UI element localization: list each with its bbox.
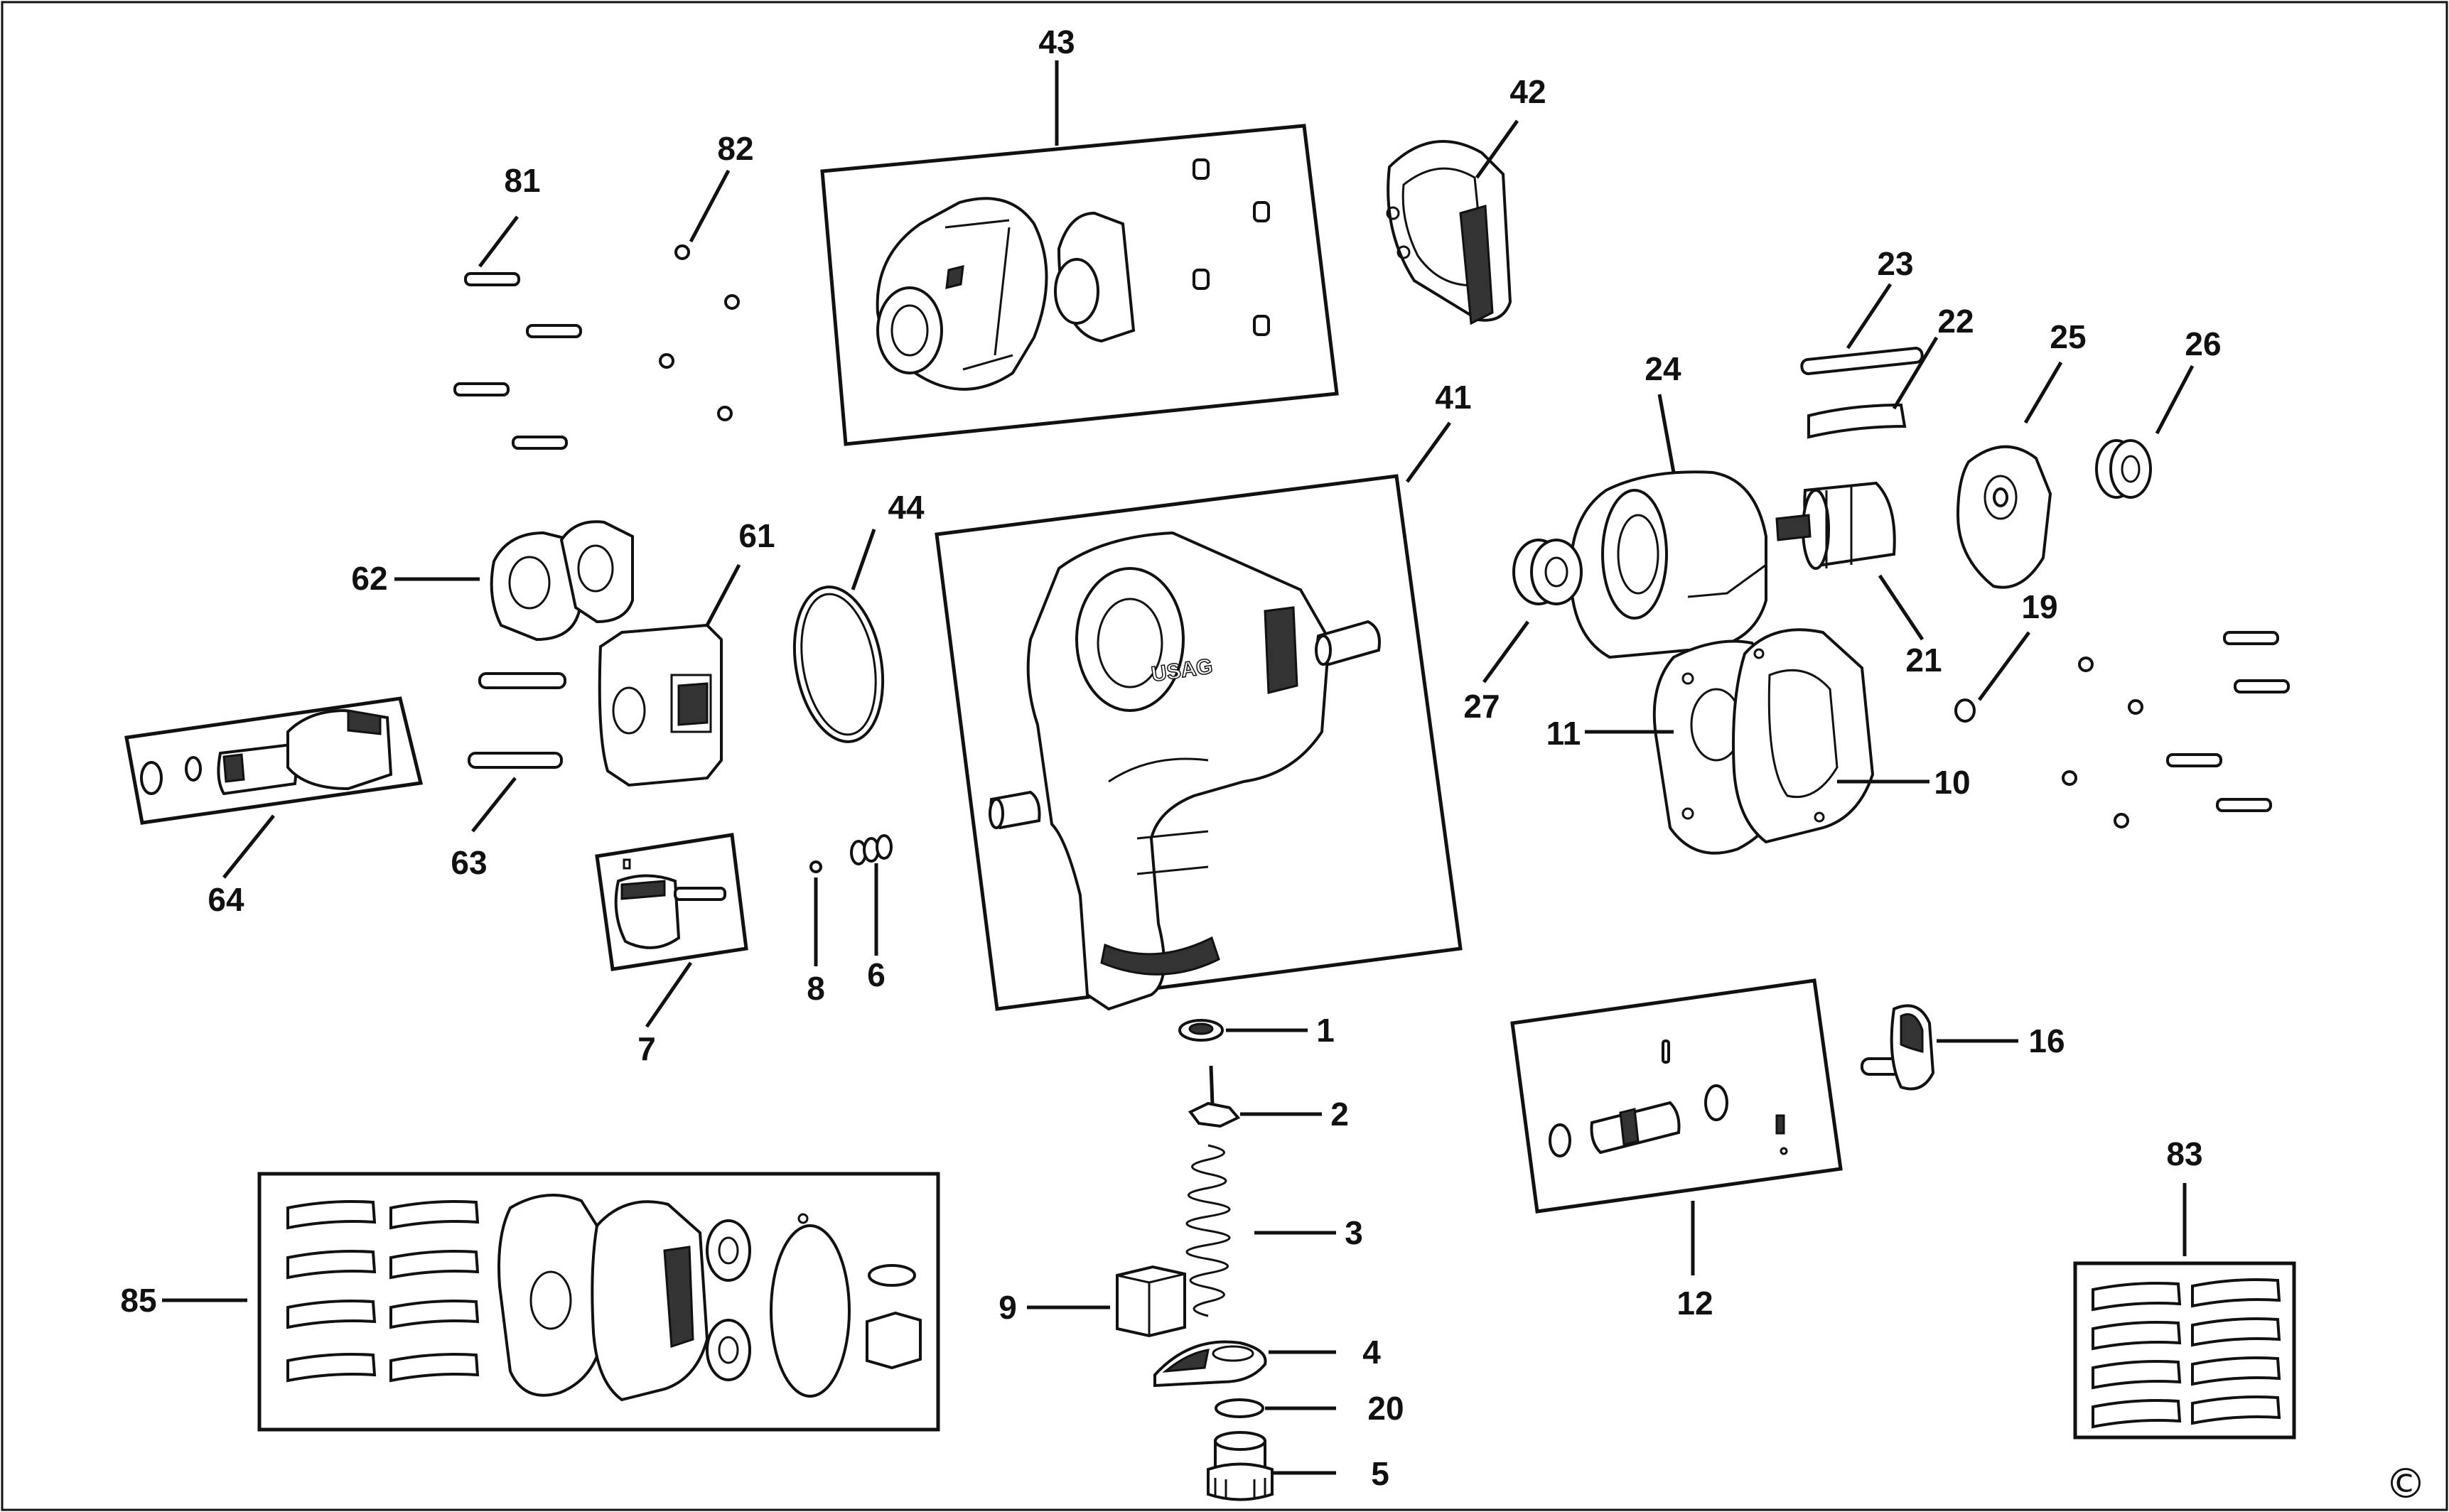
- callout-6: 6: [867, 956, 886, 993]
- callout-16: 16: [2028, 1022, 2065, 1059]
- part-44-o-ring: [792, 585, 885, 743]
- callout-7: 7: [637, 1030, 656, 1067]
- part-62-clutch: [490, 520, 634, 642]
- part-4-deflector: [1153, 1340, 1267, 1388]
- callout-4: 4: [1362, 1334, 1381, 1371]
- part-21-rotor: [1775, 481, 1896, 570]
- part-1-cap: [1178, 1019, 1224, 1042]
- kit-box-7: [595, 833, 748, 971]
- rear-screws: [2166, 631, 2290, 812]
- rear-washers: [2062, 657, 2143, 828]
- callout-85: 85: [120, 1282, 156, 1319]
- callout-2: 2: [1330, 1096, 1349, 1133]
- callout-83: 83: [2166, 1135, 2202, 1172]
- callout-42: 42: [1509, 73, 1546, 110]
- part-10-rear-plate: [1732, 628, 1875, 844]
- part-24-cylinder: [1568, 470, 1767, 659]
- part-16-knob: [1861, 1004, 1935, 1091]
- callout-25: 25: [2050, 318, 2086, 355]
- screws-81: [453, 272, 582, 450]
- callout-63: 63: [451, 844, 487, 881]
- callout-12: 12: [1676, 1285, 1713, 1322]
- callout-43: 43: [1038, 23, 1075, 60]
- kit-box-83: [2073, 1261, 2296, 1440]
- callout-44: 44: [888, 489, 925, 526]
- callout-8: 8: [807, 970, 825, 1007]
- part-20-o-ring: [1215, 1398, 1264, 1418]
- callout-81: 81: [504, 162, 540, 199]
- callout-11: 11: [1546, 715, 1581, 752]
- callout-23: 23: [1877, 245, 1913, 282]
- callout-1: 1: [1316, 1012, 1335, 1049]
- part-3-spring: [1185, 1144, 1231, 1317]
- callout-5: 5: [1371, 1455, 1389, 1492]
- kit-box-85: [257, 1172, 940, 1432]
- part-5-inlet: [1207, 1431, 1274, 1501]
- callout-64: 64: [208, 881, 244, 918]
- part-8-ball: [809, 860, 822, 873]
- part-9-filter: [1116, 1265, 1186, 1338]
- callout-61: 61: [738, 517, 775, 554]
- part-61-anvil-housing: [598, 623, 723, 787]
- callout-26: 26: [2185, 325, 2221, 362]
- part-63-pins: [468, 672, 566, 769]
- kit-85-vanes: [286, 1200, 480, 1383]
- washers-82: [659, 244, 740, 421]
- kit-box-41: USAG: [935, 474, 1463, 1011]
- callout-9: 9: [999, 1289, 1017, 1326]
- callout-21: 21: [1905, 642, 1942, 679]
- part-27-bearing: [1512, 539, 1583, 605]
- leader-lines: [162, 60, 2195, 1475]
- part-23-pin: [1800, 347, 1924, 375]
- callout-10: 10: [1934, 764, 1970, 801]
- callout-labels: 43 42 81 82 41 44 61 62 63 64 7 8 6 23 2…: [120, 23, 2221, 1492]
- callout-24: 24: [1645, 350, 1681, 387]
- kit-box-64: [124, 696, 424, 825]
- callout-27: 27: [1463, 688, 1500, 725]
- part-26-bearing: [2095, 439, 2152, 499]
- callout-62: 62: [351, 560, 387, 597]
- callout-20: 20: [1367, 1390, 1404, 1427]
- callout-19: 19: [2021, 588, 2057, 625]
- part-25-end-plate: [1956, 445, 2052, 589]
- kit-box-43: [820, 124, 1339, 446]
- part-19-plug: [1954, 698, 1976, 723]
- callout-41: 41: [1435, 379, 1471, 416]
- kit-box-12: [1510, 978, 1843, 1214]
- callout-3: 3: [1345, 1214, 1363, 1251]
- callout-82: 82: [717, 130, 753, 167]
- part-22-vane: [1807, 403, 1907, 439]
- part-42-cover: [1386, 140, 1512, 325]
- part-2-valve-stem: [1188, 1065, 1241, 1128]
- copyright-mark: ©: [2385, 1459, 2426, 1508]
- callout-22: 22: [1937, 303, 1974, 340]
- part-6-spring: [850, 834, 893, 865]
